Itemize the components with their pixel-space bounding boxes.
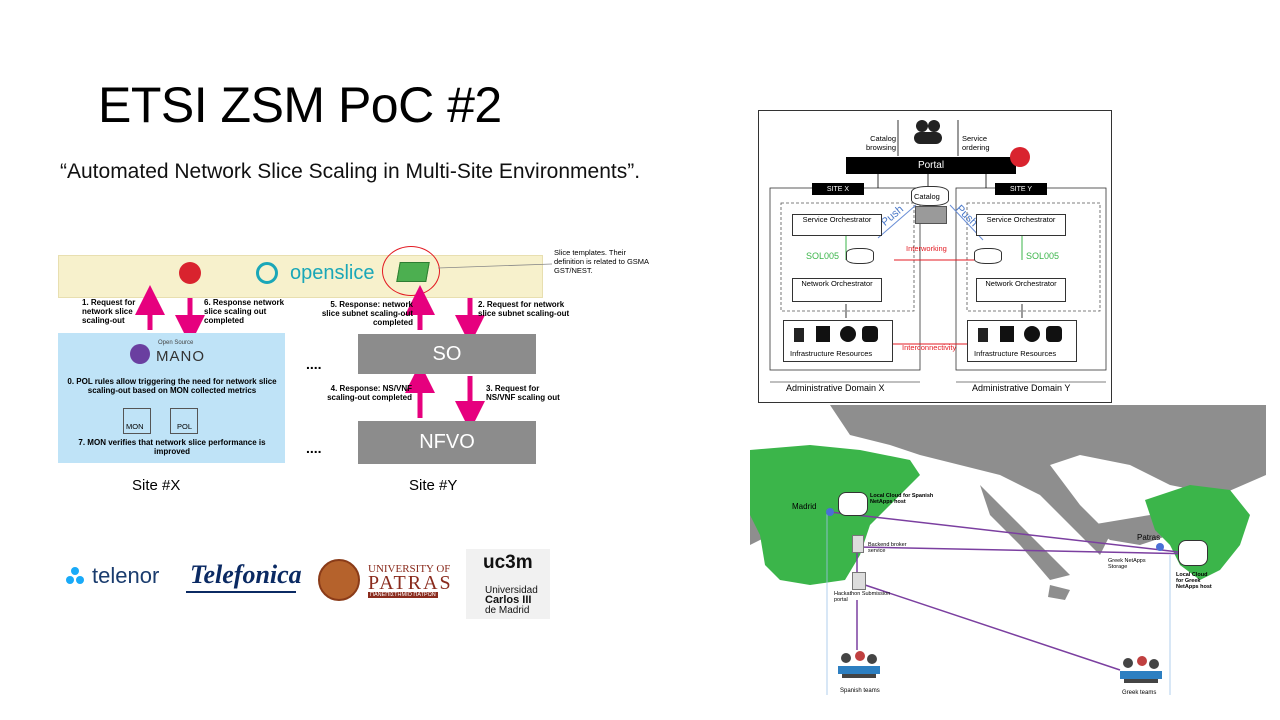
portal-label: Portal xyxy=(917,160,945,171)
patras-label: Patras xyxy=(1137,533,1161,542)
mano-box xyxy=(58,333,285,463)
service-ordering-text: Service ordering xyxy=(962,134,990,152)
infra-label-y: Infrastructure Resources xyxy=(974,349,1057,358)
site-x-label: Site #X xyxy=(132,477,181,494)
step6-text: 6. Response network slice scaling out co… xyxy=(204,298,285,325)
infra-icons-x xyxy=(794,324,884,349)
templates-connector xyxy=(437,263,553,269)
slide-title: ETSI ZSM PoC #2 xyxy=(98,77,502,133)
patras-line1: UNIVERSITY OF xyxy=(368,563,451,575)
uc3m-line2: Carlos III xyxy=(485,594,532,606)
greek-storage-label: Greek NetApps Storage xyxy=(1108,558,1146,570)
catalog-db-icon xyxy=(911,186,949,206)
step7-text: 7. MON verifies that network slice perfo… xyxy=(78,438,266,456)
uc3m-short: uc3m xyxy=(483,552,533,573)
pol-box xyxy=(170,408,198,434)
openslice-logo-icon xyxy=(256,262,278,284)
catalog-doc-icon xyxy=(915,206,947,224)
dots-2: .... xyxy=(306,440,322,456)
patras-line2: PATRAS xyxy=(368,572,453,594)
local-cloud-spain-label: Local Cloud for Spanish NetApps host xyxy=(870,493,934,505)
greek-teams-icon xyxy=(1118,655,1164,685)
site-x-tag: SITE X xyxy=(812,183,864,195)
sol005-y: SOL005 xyxy=(1026,251,1060,261)
greek-teams-label: Greek teams xyxy=(1122,690,1157,696)
site-y-tag: SITE Y xyxy=(995,183,1047,195)
sol005-x: SOL005 xyxy=(806,251,840,261)
so-db-y-icon xyxy=(974,248,1002,264)
mano-logo-icon xyxy=(130,344,150,364)
mano-label: MANO xyxy=(156,348,205,365)
catalog-browsing-text: Catalog browsing xyxy=(865,134,896,152)
site-x-tag-label: SITE X xyxy=(826,185,850,193)
patras-seal-icon xyxy=(318,559,360,601)
network-orchestrator-x: Network Orchestrator xyxy=(792,278,882,302)
telenor-logo-text: telenor xyxy=(92,563,160,588)
so-db-x-icon xyxy=(846,248,874,264)
openslice-seal-icon xyxy=(179,262,201,284)
slide-subtitle: “Automated Network Slice Scaling in Mult… xyxy=(60,160,641,183)
interconnectivity-label: Interconnectivity xyxy=(902,343,957,352)
dots-1: .... xyxy=(306,356,322,372)
infra-label-x: Infrastructure Resources xyxy=(790,349,873,358)
server-icon xyxy=(852,535,864,553)
local-cloud-greek-label: Local Cloud for Greek NetApps host xyxy=(1176,572,1212,590)
openslice-label: openslice xyxy=(290,262,375,284)
admin-domain-y: Administrative Domain Y xyxy=(972,383,1071,393)
pink-arrows xyxy=(135,285,485,431)
so-label: SO xyxy=(432,342,462,365)
cloud-spain-icon xyxy=(838,492,868,516)
step3-text: 3. Request for NS/VNF scaling out xyxy=(486,384,560,402)
network-orchestrator-y: Network Orchestrator xyxy=(976,278,1066,302)
spanish-teams-icon xyxy=(836,650,882,680)
openslice-seal-small-icon xyxy=(1010,147,1030,167)
uc3m-line3: de Madrid xyxy=(485,605,530,616)
cloud-greek-icon xyxy=(1178,540,1208,566)
hackathon-portal-label: Hackathon Submission portal xyxy=(834,591,891,603)
uc3m-logo xyxy=(466,549,550,619)
backend-broker-label: Backend broker service xyxy=(868,542,907,554)
step0-text: 0. POL rules allow triggering the need f… xyxy=(67,377,277,395)
so-box: SO xyxy=(358,334,536,374)
users-icon xyxy=(912,118,944,144)
step5-text: 5. Response: network slice subnet scalin… xyxy=(321,300,413,327)
telefonica-logo-text: Telefonica xyxy=(190,560,302,589)
slice-templates-note: Slice templates. Their definition is rel… xyxy=(554,248,649,275)
nfvo-box: NFVO xyxy=(358,421,536,464)
catalog-label: Catalog xyxy=(914,192,940,201)
step1-text: 1. Request for network slice scaling-out xyxy=(82,298,136,325)
madrid-label: Madrid xyxy=(792,502,817,511)
mano-open-source: Open Source xyxy=(158,340,194,346)
mon-label: MON xyxy=(126,422,144,431)
mon-box xyxy=(123,408,151,434)
portal-bar: Portal xyxy=(846,157,1016,174)
spanish-teams-label: Spanish teams xyxy=(840,688,880,694)
interworking-label: Interworking xyxy=(906,244,947,253)
telenor-logo-icon xyxy=(64,565,86,587)
site-y-tag-label: SITE Y xyxy=(1009,185,1033,193)
admin-domain-x: Administrative Domain X xyxy=(786,383,885,393)
step2-text: 2. Request for network slice subnet scal… xyxy=(478,300,570,318)
portal-server-icon xyxy=(852,572,866,590)
patras-line3: ΠΑΝΕΠΙΣΤΗΜΙΟ ΠΑΤΡΩΝ xyxy=(368,592,438,598)
infra-icons-y xyxy=(978,324,1068,349)
service-orchestrator-x: Service Orchestrator xyxy=(792,214,882,236)
pol-label: POL xyxy=(177,422,193,431)
uc3m-line1: Universidad xyxy=(485,585,538,596)
site-y-label: Site #Y xyxy=(409,477,458,494)
service-orchestrator-y: Service Orchestrator xyxy=(976,214,1066,236)
telefonica-underline xyxy=(186,591,296,593)
nfvo-label: NFVO xyxy=(419,431,475,453)
step4-text: 4. Response: NS/VNF scaling-out complete… xyxy=(327,384,412,402)
